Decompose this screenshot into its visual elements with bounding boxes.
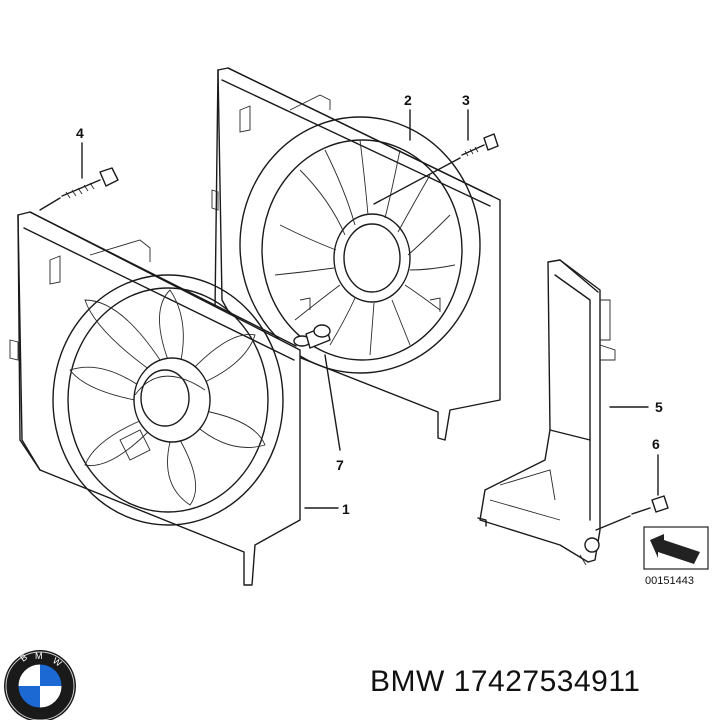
callout-5: 5 bbox=[655, 399, 663, 415]
bmw-logo-icon: B M W bbox=[4, 650, 76, 722]
part-number: 17427534911 bbox=[453, 665, 641, 698]
svg-text:M: M bbox=[35, 651, 43, 661]
callout-1: 1 bbox=[342, 501, 350, 517]
callout-3: 3 bbox=[462, 92, 470, 108]
front-fan-assembly bbox=[9, 211, 301, 586]
callout-6: 6 bbox=[652, 436, 660, 452]
diagram-reference-number: 00151443 bbox=[645, 575, 694, 587]
rubber-mount-part-7 bbox=[293, 324, 331, 349]
part-caption: BMW 17427534911 bbox=[370, 665, 640, 699]
svg-text:B: B bbox=[18, 652, 29, 664]
brand-name: BMW bbox=[370, 665, 445, 698]
callout-2: 2 bbox=[404, 92, 412, 108]
callout-7: 7 bbox=[336, 457, 344, 473]
screw-part-3 bbox=[373, 133, 499, 205]
callout-4: 4 bbox=[76, 125, 84, 141]
direction-arrow-box: 00151443 bbox=[643, 526, 709, 587]
direction-arrow-icon bbox=[650, 534, 700, 564]
screw-part-6 bbox=[595, 495, 669, 531]
side-bracket bbox=[477, 259, 616, 566]
leader-lines bbox=[81, 109, 659, 509]
screw-part-4 bbox=[39, 167, 119, 211]
